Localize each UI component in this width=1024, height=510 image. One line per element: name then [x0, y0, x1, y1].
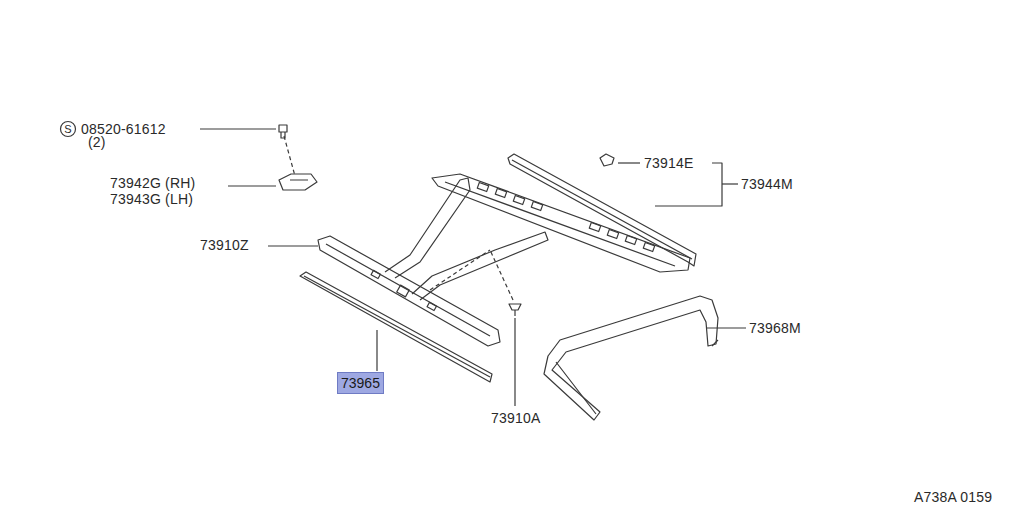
symbol-letter: S — [64, 121, 72, 137]
part-number: 73943G (LH) — [110, 191, 193, 207]
part-number: (2) — [88, 134, 106, 150]
figure-code: A738A 0159 — [914, 489, 992, 505]
symbol-circle — [61, 122, 76, 137]
part-number: 73944M — [741, 176, 793, 192]
callout-number: 73965 — [341, 375, 380, 391]
part-number: 73942G (RH) — [110, 175, 195, 191]
highlight-box: 73965 — [337, 372, 384, 394]
part-number: 73910A — [491, 410, 540, 426]
part-number: 73910Z — [200, 237, 249, 253]
part-number: 73968M — [749, 320, 801, 336]
part-number: 73914E — [644, 155, 693, 171]
